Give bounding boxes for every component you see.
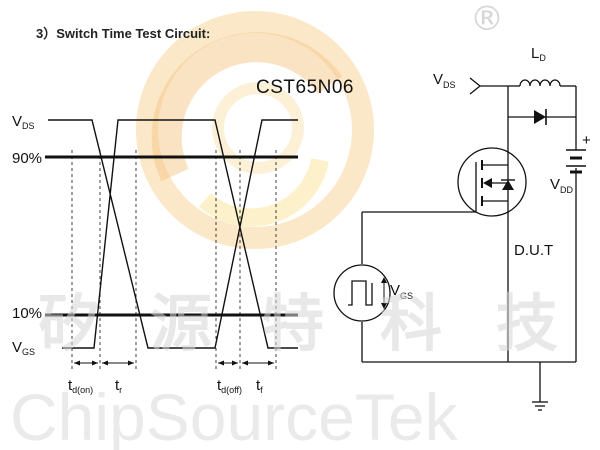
vds-terminal: [469, 77, 482, 95]
vdd-supply: [566, 149, 586, 174]
label-tr: tr: [115, 377, 122, 395]
watermark-text: 矽 源 特 科 技 ChipSourceTek: [10, 287, 558, 450]
inductor: [519, 79, 561, 87]
svg-text:特: 特: [262, 287, 324, 360]
pulse-generator: [333, 264, 391, 322]
mosfet-arrow: [483, 178, 492, 188]
label-inductor: LD: [531, 45, 546, 63]
vgs-waveform: [62, 119, 298, 349]
label-td-off: td(off): [217, 377, 242, 395]
freewheel-diode: [534, 109, 547, 125]
watermark-logo: [136, 11, 374, 249]
registered-mark: ®: [470, 0, 504, 39]
svg-text:ChipSourceTek: ChipSourceTek: [10, 380, 459, 450]
svg-text:源: 源: [150, 287, 212, 360]
label-vds-input: VDS: [433, 71, 456, 90]
label-vdd: VDD: [550, 176, 574, 195]
timing-markers: [71, 150, 277, 372]
label-10-percent: 10%: [12, 305, 42, 322]
switching-waveform: [45, 119, 298, 372]
svg-text:矽: 矽: [38, 287, 100, 360]
svg-text:科: 科: [380, 287, 442, 360]
label-tf: tf: [256, 377, 263, 395]
test-circuit: [361, 77, 577, 402]
ground-symbol: [532, 401, 548, 411]
section-title: 3）Switch Time Test Circuit:: [36, 26, 210, 41]
label-vgs-source: VGS: [390, 282, 413, 301]
label-dut: D.U.T: [514, 242, 553, 259]
part-number: CST65N06: [256, 77, 354, 98]
label-plus: +: [582, 132, 591, 149]
body-diode: [502, 180, 514, 190]
label-vds-level: VDS: [12, 113, 35, 131]
label-90-percent: 90%: [12, 150, 42, 167]
vds-waveform: [48, 119, 298, 349]
label-vgs-level: VGS: [12, 339, 35, 357]
label-td-on: td(on): [68, 377, 93, 395]
svg-text:技: 技: [496, 287, 558, 360]
mosfet-dut: [457, 147, 527, 217]
